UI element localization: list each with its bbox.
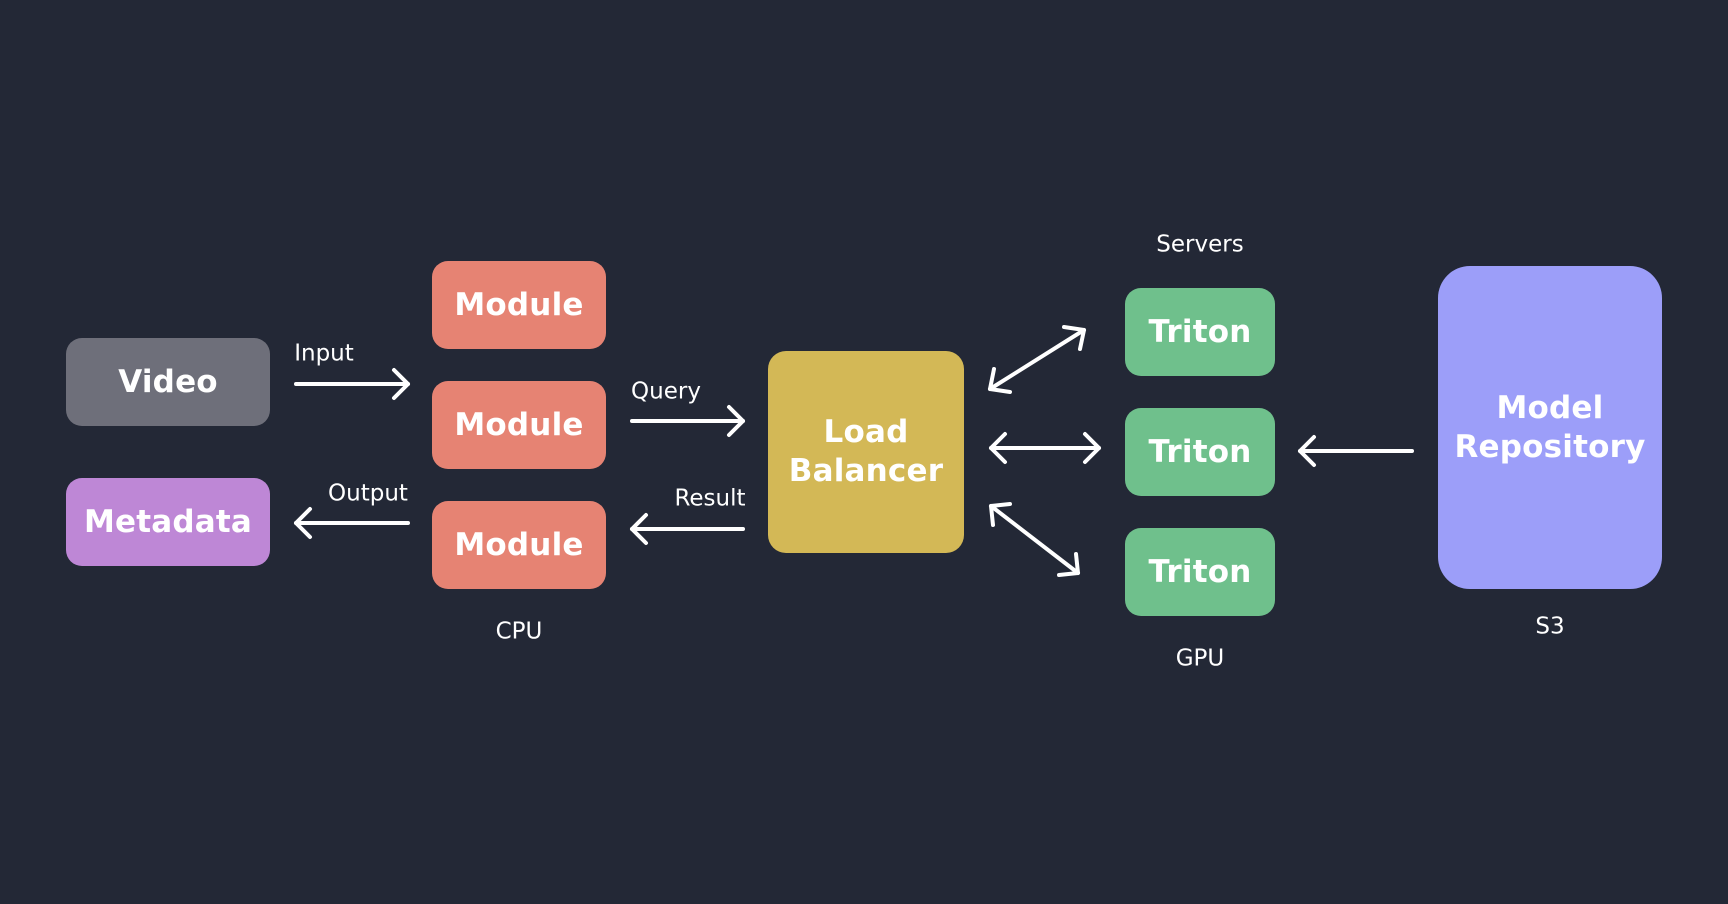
load-balancer-label-line-2: Balancer [788, 453, 944, 489]
load-balancer-node: Load Balancer [768, 351, 964, 553]
lb-triton-1-arrow [988, 325, 1086, 394]
s3-label: S3 [1535, 613, 1565, 640]
input-label: Input [294, 340, 354, 367]
output-arrow [294, 507, 410, 539]
query-arrow [630, 405, 745, 437]
triton-label-3: Triton [1148, 553, 1252, 590]
gpu-label: GPU [1175, 645, 1225, 672]
load-balancer-label-line-1: Load [823, 414, 909, 451]
triton-node-1: Triton [1125, 288, 1275, 376]
module-label-2: Module [454, 406, 584, 443]
module-node-3: Module [432, 501, 606, 589]
output-label: Output [328, 480, 408, 507]
query-label: Query [631, 378, 701, 405]
cpu-label: CPU [495, 618, 543, 645]
video-label: Video [118, 363, 218, 400]
triton-label-1: Triton [1148, 313, 1252, 350]
triton-label-2: Triton [1148, 433, 1252, 470]
input-arrow [294, 368, 410, 400]
model-repository-label-line-2: Repository [1454, 428, 1646, 465]
metadata-node: Metadata [66, 478, 270, 566]
module-label-1: Module [454, 286, 584, 323]
servers-label: Servers [1156, 231, 1244, 258]
result-label: Result [674, 485, 746, 512]
module-node-1: Module [432, 261, 606, 349]
module-label-3: Module [454, 526, 584, 563]
triton-node-3: Triton [1125, 528, 1275, 616]
model-repository-node: Model Repository [1438, 266, 1662, 589]
video-node: Video [66, 338, 270, 426]
module-node-2: Module [432, 381, 606, 469]
result-arrow [630, 513, 745, 545]
metadata-label: Metadata [83, 503, 253, 540]
repository-arrow [1298, 435, 1414, 467]
lb-triton-3-arrow [989, 502, 1080, 577]
lb-triton-2-arrow [989, 432, 1101, 464]
model-repository-label-line-1: Model [1496, 389, 1604, 426]
triton-node-2: Triton [1125, 408, 1275, 496]
